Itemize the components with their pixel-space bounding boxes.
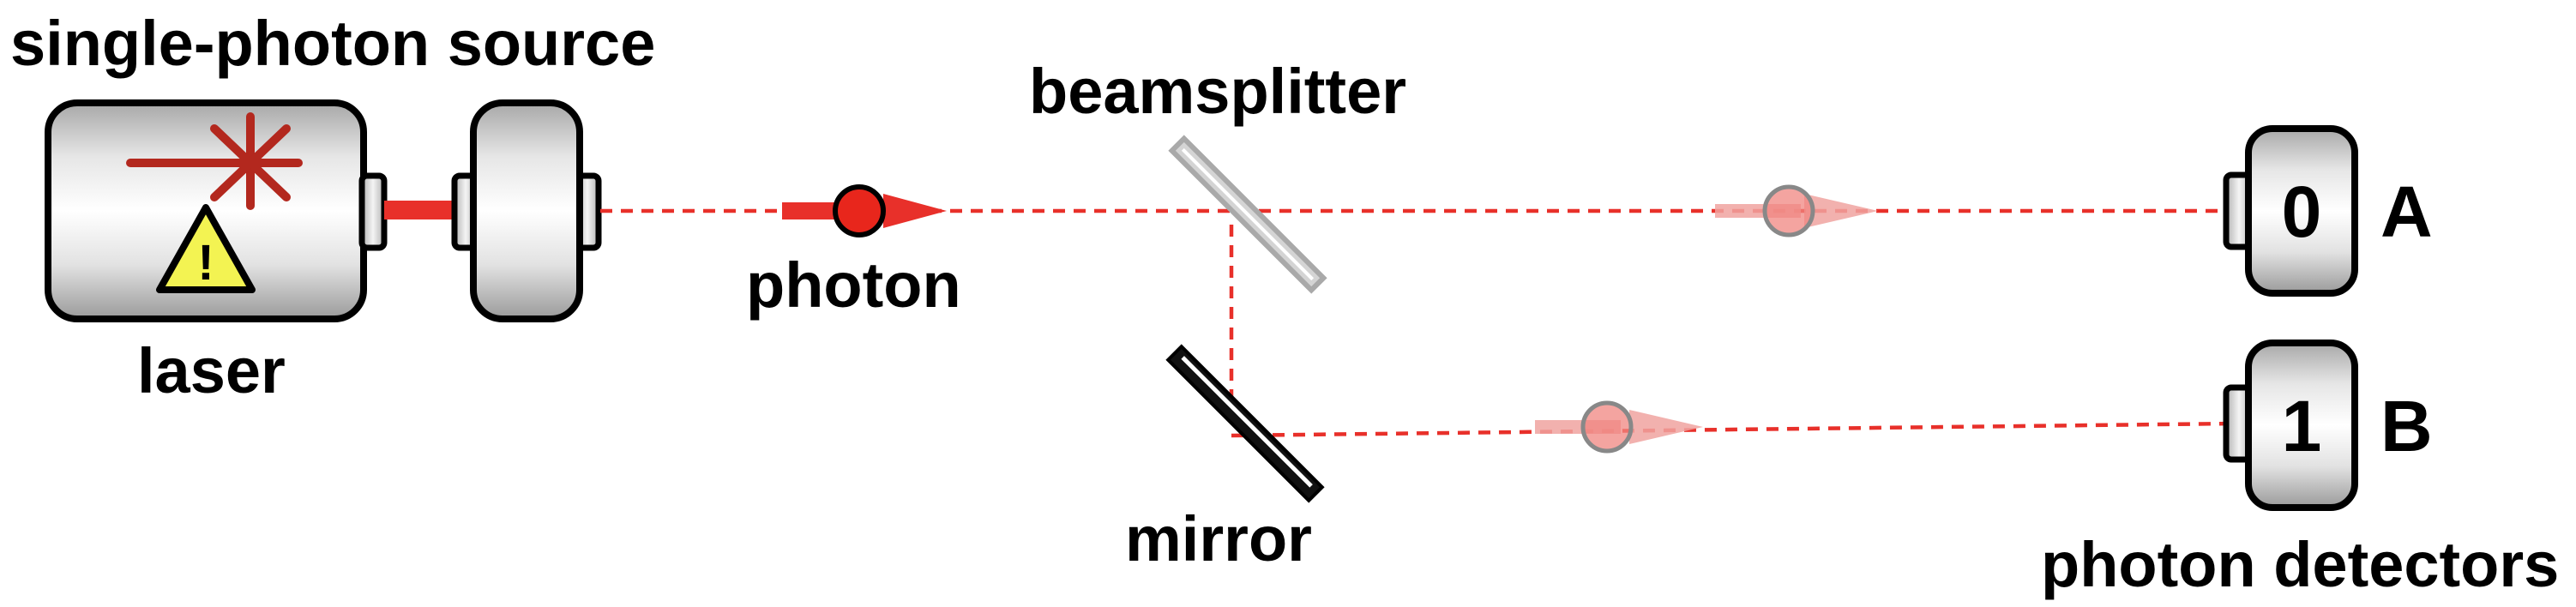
detector-b: 1 B (2223, 340, 2433, 511)
laser-beam (384, 201, 454, 219)
beamsplitter-label: beamsplitter (1029, 56, 1406, 127)
detector-a: 0 A (2223, 125, 2433, 297)
detector-b-digit: 1 (2282, 386, 2322, 466)
warning-symbol: ! (197, 235, 214, 291)
source-label: single-photon source (10, 8, 655, 79)
photon-arrowhead (883, 194, 947, 228)
detectors-label: photon detectors (2041, 529, 2559, 600)
laser: ! (45, 99, 388, 322)
ghost-photon-lower (1535, 400, 1703, 454)
photon-label: photon (746, 249, 961, 321)
mirror-label: mirror (1125, 503, 1312, 574)
laser-port (358, 172, 388, 251)
source-body (470, 99, 583, 322)
mirror (1165, 344, 1325, 503)
warning-triangle-icon: ! (156, 204, 256, 293)
beamsplitter (1168, 135, 1327, 294)
beam-paths (600, 208, 2234, 438)
single-photon-source (451, 99, 602, 322)
detector-a-body (2245, 125, 2358, 297)
detector-b-body (2245, 340, 2358, 511)
laser-star-icon (126, 112, 303, 210)
beam-path-reflected (1231, 421, 2234, 438)
detector-b-letter: B (2380, 386, 2433, 466)
laser-label: laser (137, 335, 286, 406)
detector-a-digit: 0 (2282, 171, 2322, 252)
photon (782, 184, 947, 237)
ghost-photon-upper (1715, 184, 1878, 237)
photon-dot (833, 184, 886, 237)
detector-a-letter: A (2380, 171, 2433, 252)
